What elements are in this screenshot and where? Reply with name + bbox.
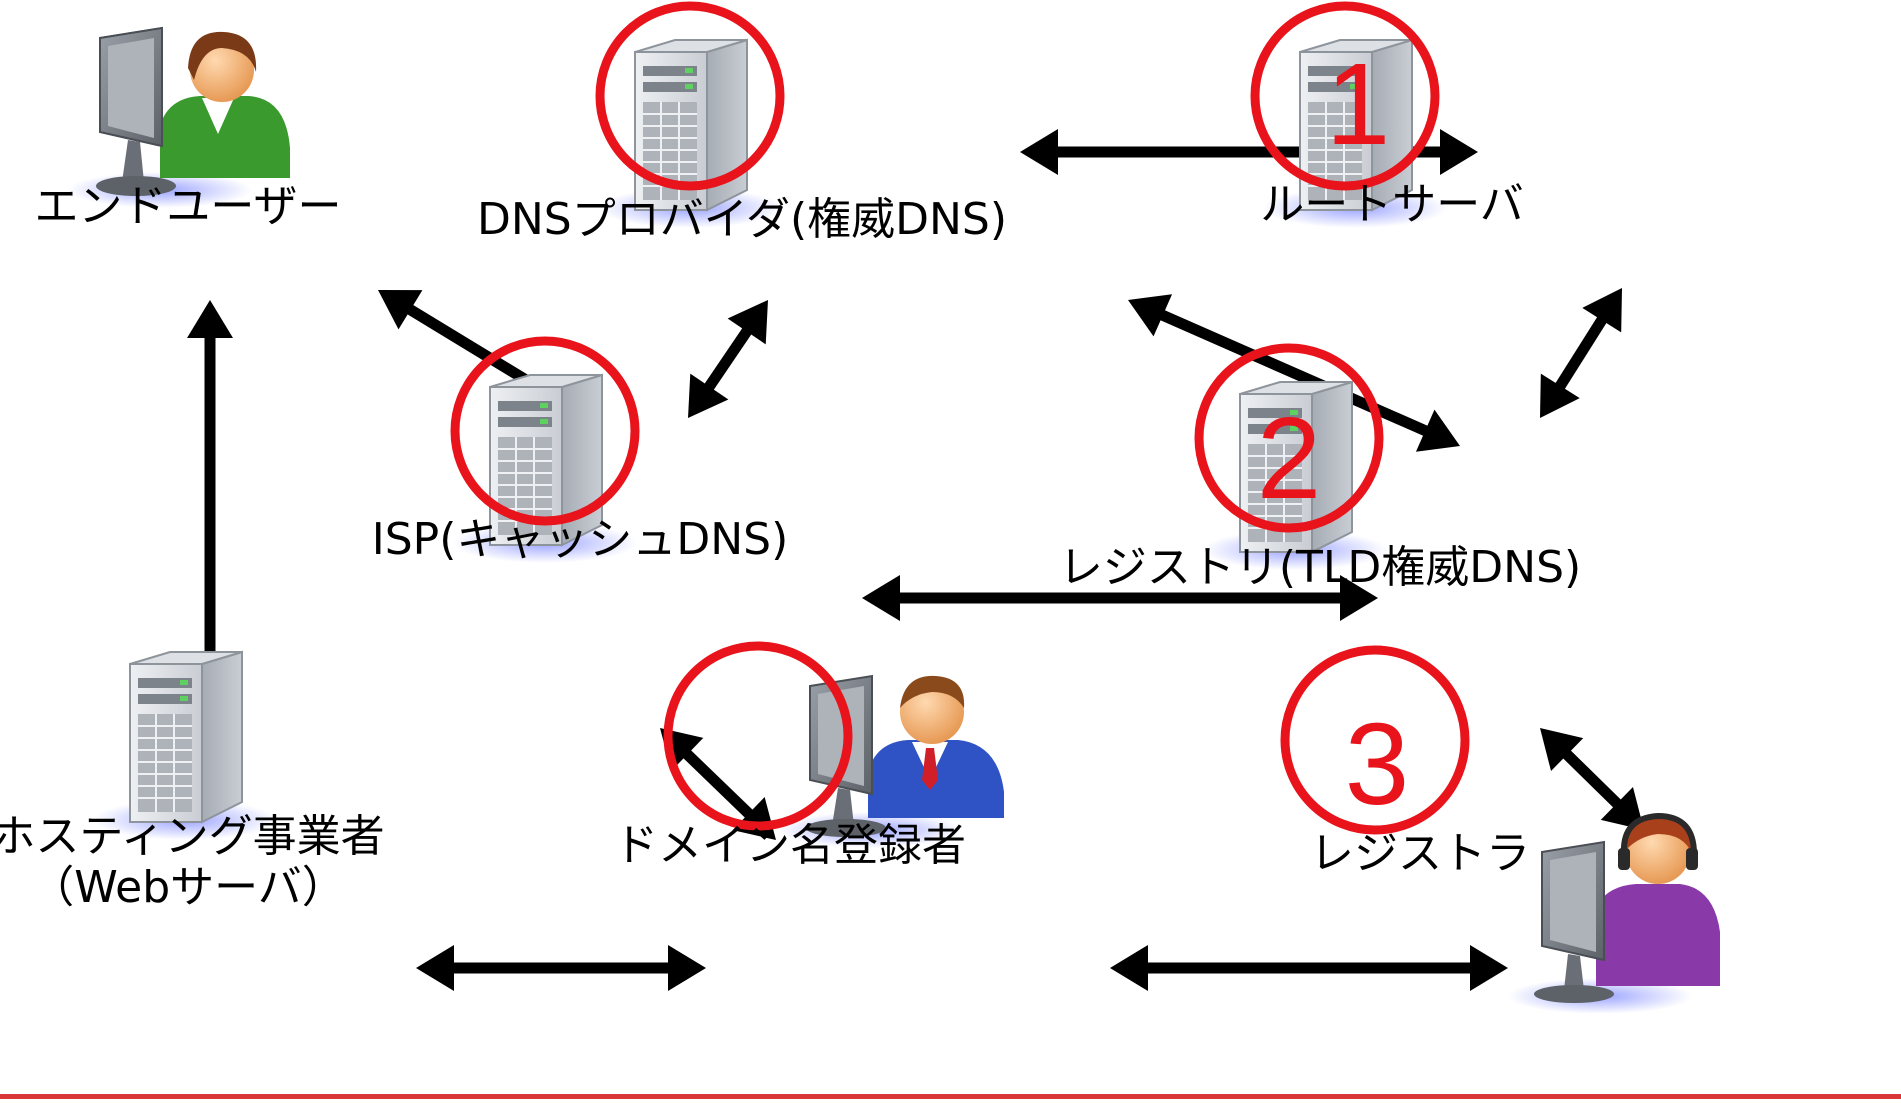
marker-1: 1 — [1325, 39, 1391, 169]
label-end-user: エンドユーザー — [34, 181, 342, 232]
arrow-dns-provider-isp — [688, 300, 768, 418]
highlight-rings — [450, 1, 1470, 835]
arrow-hosting-registrant — [416, 945, 706, 991]
highlight-ring-isp — [450, 336, 640, 526]
arrow-root-server-registry — [1540, 288, 1622, 418]
support-agent-at-computer-icon — [1508, 812, 1720, 1014]
arrow-dns-provider-registry — [1128, 294, 1460, 452]
highlight-ring-root-server — [1250, 1, 1440, 191]
label-dns-provider: DNSプロバイダ(権威DNS) — [476, 194, 1008, 245]
highlight-ring-dns-provider — [595, 1, 785, 191]
marker-2: 2 — [1256, 393, 1322, 523]
marker-3: 3 — [1344, 699, 1410, 829]
highlight-ring-registrar — [1280, 645, 1470, 835]
highlight-ring-registrant — [663, 641, 853, 831]
highlight-ring-registry — [1194, 343, 1384, 533]
node-end-user[interactable] — [67, 26, 290, 209]
node-registrar[interactable] — [1508, 812, 1720, 1014]
user-at-computer-icon — [67, 26, 290, 209]
label-hosting-line2: （Webサーバ） — [30, 862, 346, 913]
label-root-server: ルートサーバ — [1260, 179, 1524, 230]
label-hosting-line1: ホスティング事業者 — [0, 811, 385, 862]
bottom-rule — [0, 1094, 1901, 1099]
label-registry: レジストリ(TLD権威DNS) — [1058, 542, 1582, 593]
label-registrant: ドメイン名登録者 — [614, 820, 966, 871]
label-registrar: レジストラ — [1310, 828, 1530, 879]
node-registrant[interactable] — [778, 674, 1004, 848]
arrow-registrant-registrar — [1110, 945, 1508, 991]
label-isp: ISP(キャッシュDNS) — [371, 514, 789, 565]
businessman-at-computer-icon — [778, 674, 1004, 848]
arrow-isp-registry — [862, 575, 1378, 621]
arrow-registry-registrar — [1540, 728, 1644, 830]
